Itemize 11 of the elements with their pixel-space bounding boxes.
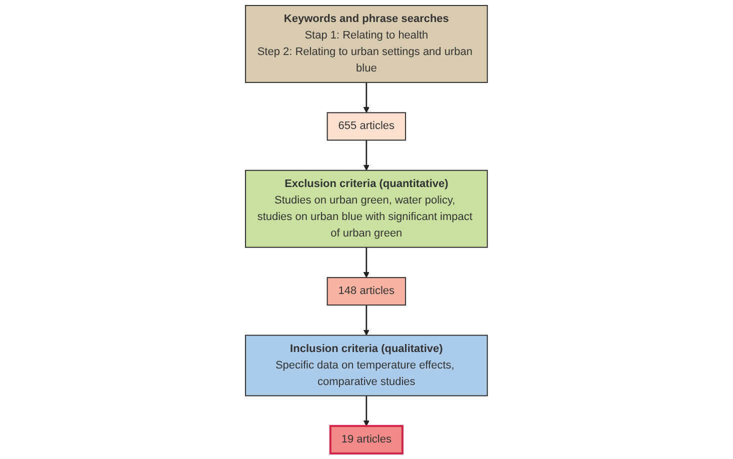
arrow [363, 305, 370, 336]
node-box: Exclusion criteria (quantitative) Studies on urban green, water policy, studies on urban blue with significant impact of urban green [245, 170, 488, 248]
arrow [363, 396, 370, 426]
arrow [363, 247, 370, 278]
arrow [363, 82, 370, 113]
node-box: Keywords and phrase searches Stap 1: Relating to health Step 2: Relating to urban settings and urban blue [245, 5, 488, 83]
node-box: 148 articles [326, 277, 406, 306]
node-box: 19 articles [329, 424, 404, 454]
node-box: Inclusion criteria (qualitative) Specific data on temperature effects, comparative studies [245, 334, 488, 396]
node-box: 655 articles [326, 112, 406, 141]
arrow [363, 140, 370, 171]
